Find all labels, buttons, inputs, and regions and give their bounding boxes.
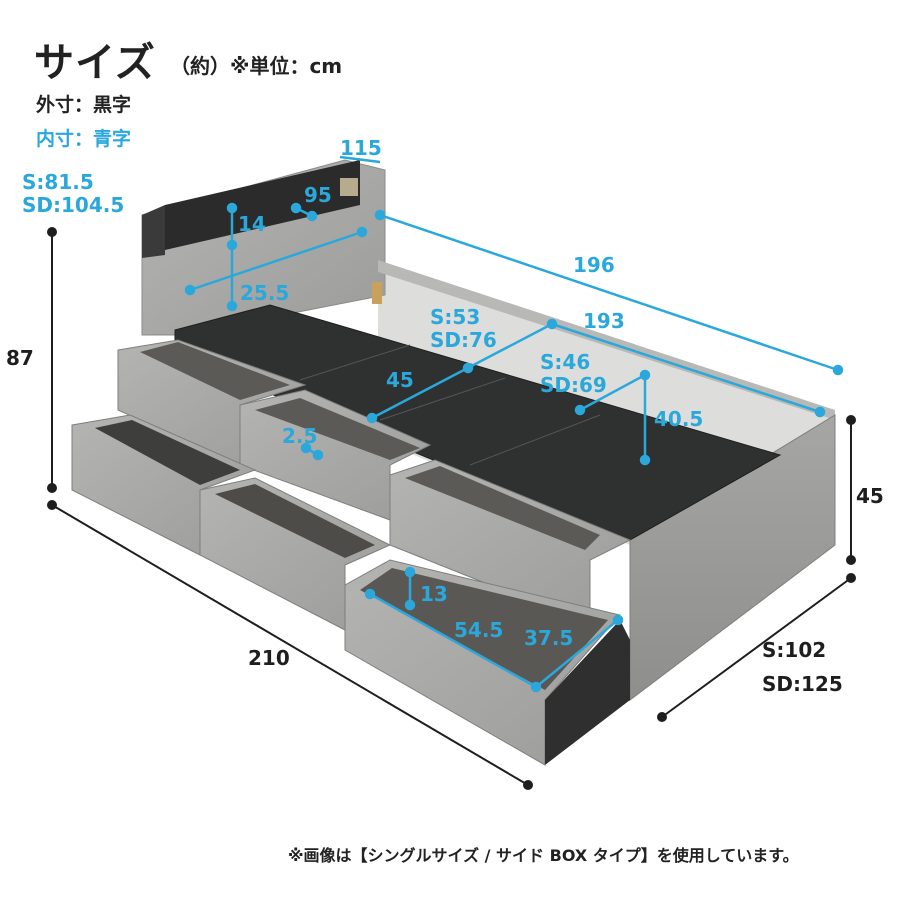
label-headboard-width: 115 [340,136,382,160]
label-drawer-height: 13 [420,582,448,606]
legend-inner: 内寸：青字 [36,128,132,150]
drawers [71,339,632,766]
page-title: サイズ [34,40,156,86]
label-small-gap: 2.5 [282,424,318,448]
label-board-width-sd: SD:76 [430,328,497,352]
legend-outer: 外寸：黒字 [36,94,132,116]
label-board-length: 193 [583,309,625,333]
label-shelf-s: S:81.5 [22,170,94,194]
inner-dimension-lines [184,155,844,693]
label-storage-width-s: S:46 [540,350,591,374]
label-width-sd: SD:125 [762,672,843,696]
footnote: ※画像は【シングルサイズ / サイド BOX タイプ】を使用しています。 [288,846,799,865]
label-total-height: 87 [6,346,34,370]
label-board-width-s: S:53 [430,305,481,329]
label-side-height: 45 [856,484,884,508]
outer-dimension-lines [47,227,856,790]
unit-note: （約）※単位：cm [170,54,343,78]
label-inner-length: 196 [573,253,615,277]
label-drawer-length: 54.5 [454,618,504,642]
label-shelf-depth: 95 [304,183,332,207]
label-width-s: S:102 [762,638,827,662]
label-drawer-width: 37.5 [524,626,574,650]
label-length: 210 [248,646,290,670]
label-board-depth: 45 [386,368,414,392]
label-shelf-sd: SD:104.5 [22,193,125,217]
label-storage-height: 40.5 [654,407,704,431]
label-shelf-height: 14 [238,212,266,236]
headboard [141,159,386,336]
label-shelf-offset: 25.5 [240,281,290,305]
label-storage-width-sd: SD:69 [540,373,607,397]
